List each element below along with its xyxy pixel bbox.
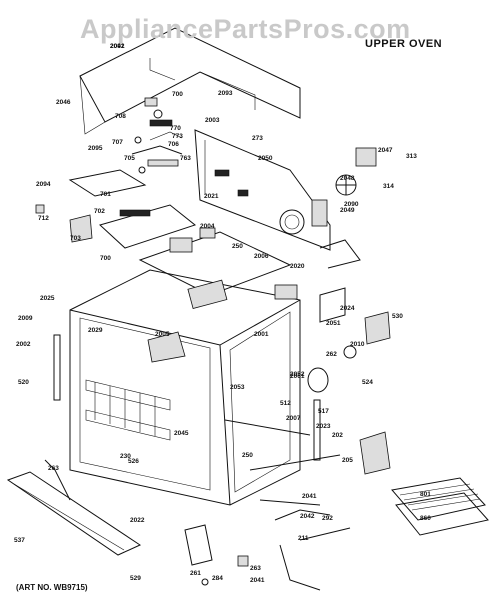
rear-panel-part: [194, 129, 331, 251]
callout-label: 2061: [290, 373, 305, 380]
callout-label: 770: [170, 125, 181, 132]
section-title: UPPER OVEN: [365, 38, 443, 50]
callout-label: 261: [190, 570, 201, 577]
callout-label: 2003: [205, 117, 220, 124]
callout-label: 2042: [110, 43, 125, 50]
callout-label: 705: [124, 155, 135, 162]
callout-label: 2025: [40, 295, 55, 302]
callout-label: 2047: [378, 147, 393, 154]
callout-label: 517: [318, 408, 329, 415]
callout-label: 2050: [258, 155, 273, 162]
callout-label: 537: [14, 537, 25, 544]
callout-label: 708: [115, 113, 126, 120]
callout-label: 700: [100, 255, 111, 262]
callout-label: 2001: [254, 331, 269, 338]
callout-label: 230: [120, 453, 131, 460]
callout-label: 202: [332, 432, 343, 439]
hinge-latch-parts: [184, 524, 351, 591]
callout-label: 2091: [110, 43, 125, 50]
callout-label: 2024: [340, 305, 355, 312]
callout-label: 2023: [316, 423, 331, 430]
callout-label: 520: [18, 379, 29, 386]
callout-label: 524: [362, 379, 373, 386]
callout-label: 860: [420, 515, 431, 522]
callout-label: 2041: [302, 493, 317, 500]
callout-label: 700: [172, 91, 183, 98]
callout-label: 530: [392, 313, 403, 320]
callout-label: 263: [250, 565, 261, 572]
callout-label: 2045: [174, 430, 189, 437]
callout-label: 2095: [88, 145, 103, 152]
callout-label: 773: [172, 133, 183, 140]
callout-label: 707: [112, 139, 123, 146]
callout-label: 703: [70, 235, 81, 242]
callout-label: 706: [168, 141, 179, 148]
callout-label: 512: [280, 400, 291, 407]
callout-label: 211: [298, 535, 309, 542]
callout-label: 2021: [204, 193, 219, 200]
lamp-and-switch-parts: [307, 239, 391, 393]
callout-label: 262: [326, 351, 337, 358]
callout-label: 284: [212, 575, 223, 582]
callout-label: 250: [232, 243, 243, 250]
heating-elements: [224, 419, 391, 521]
cavity-top-panel: [138, 227, 292, 296]
callout-label: 801: [420, 491, 431, 498]
oven-racks: [85, 379, 171, 441]
callout-label: 313: [406, 153, 417, 160]
convection-fan-parts: [335, 147, 377, 196]
callout-label: 2048: [340, 175, 355, 182]
callout-label: 763: [180, 155, 191, 162]
callout-label: 702: [94, 208, 105, 215]
art-number: (ART NO. WB9715): [16, 583, 88, 592]
callout-label: 2090: [344, 201, 359, 208]
top-wrapper-part: [79, 27, 301, 135]
callout-label: 2009: [18, 315, 33, 322]
callout-label: 2093: [218, 90, 233, 97]
callout-label: 263: [48, 465, 59, 472]
callout-label: 2041: [250, 577, 265, 584]
callout-label: 712: [38, 215, 49, 222]
front-kick-trim: [6, 459, 142, 556]
callout-label: 205: [342, 457, 353, 464]
door-trim-strips: [53, 334, 321, 461]
site-watermark: AppliancePartsPros.com: [80, 14, 411, 44]
callout-label: 2022: [130, 517, 145, 524]
callout-label: 2042: [300, 513, 315, 520]
callout-label: 2004: [200, 223, 215, 230]
burner-valve-parts: [131, 97, 183, 174]
callout-label: 2029: [88, 327, 103, 334]
callout-label: 2094: [36, 181, 51, 188]
callout-label: 2005: [155, 331, 170, 338]
callout-label: 2051: [326, 320, 341, 327]
callout-label: 2010: [350, 341, 365, 348]
control-bracket-parts: [35, 169, 197, 249]
callout-label: 529: [130, 575, 141, 582]
callout-label: 701: [100, 191, 111, 198]
callout-label: 2046: [56, 99, 71, 106]
callout-label: 250: [242, 452, 253, 459]
callout-label: 314: [383, 183, 394, 190]
callout-label: 2002: [16, 341, 31, 348]
callout-label: 2053: [230, 384, 245, 391]
callout-label: 2049: [340, 207, 355, 214]
oven-body-part: [69, 269, 301, 506]
callout-label: 273: [252, 135, 263, 142]
callout-label: 292: [322, 515, 333, 522]
callout-label: 2052: [290, 371, 305, 378]
callout-label: 2020: [290, 263, 305, 270]
broiler-pan-part: [391, 477, 489, 536]
callout-label: 526: [128, 458, 139, 465]
callout-label: 2007: [286, 415, 301, 422]
callout-label: 2006: [254, 253, 269, 260]
